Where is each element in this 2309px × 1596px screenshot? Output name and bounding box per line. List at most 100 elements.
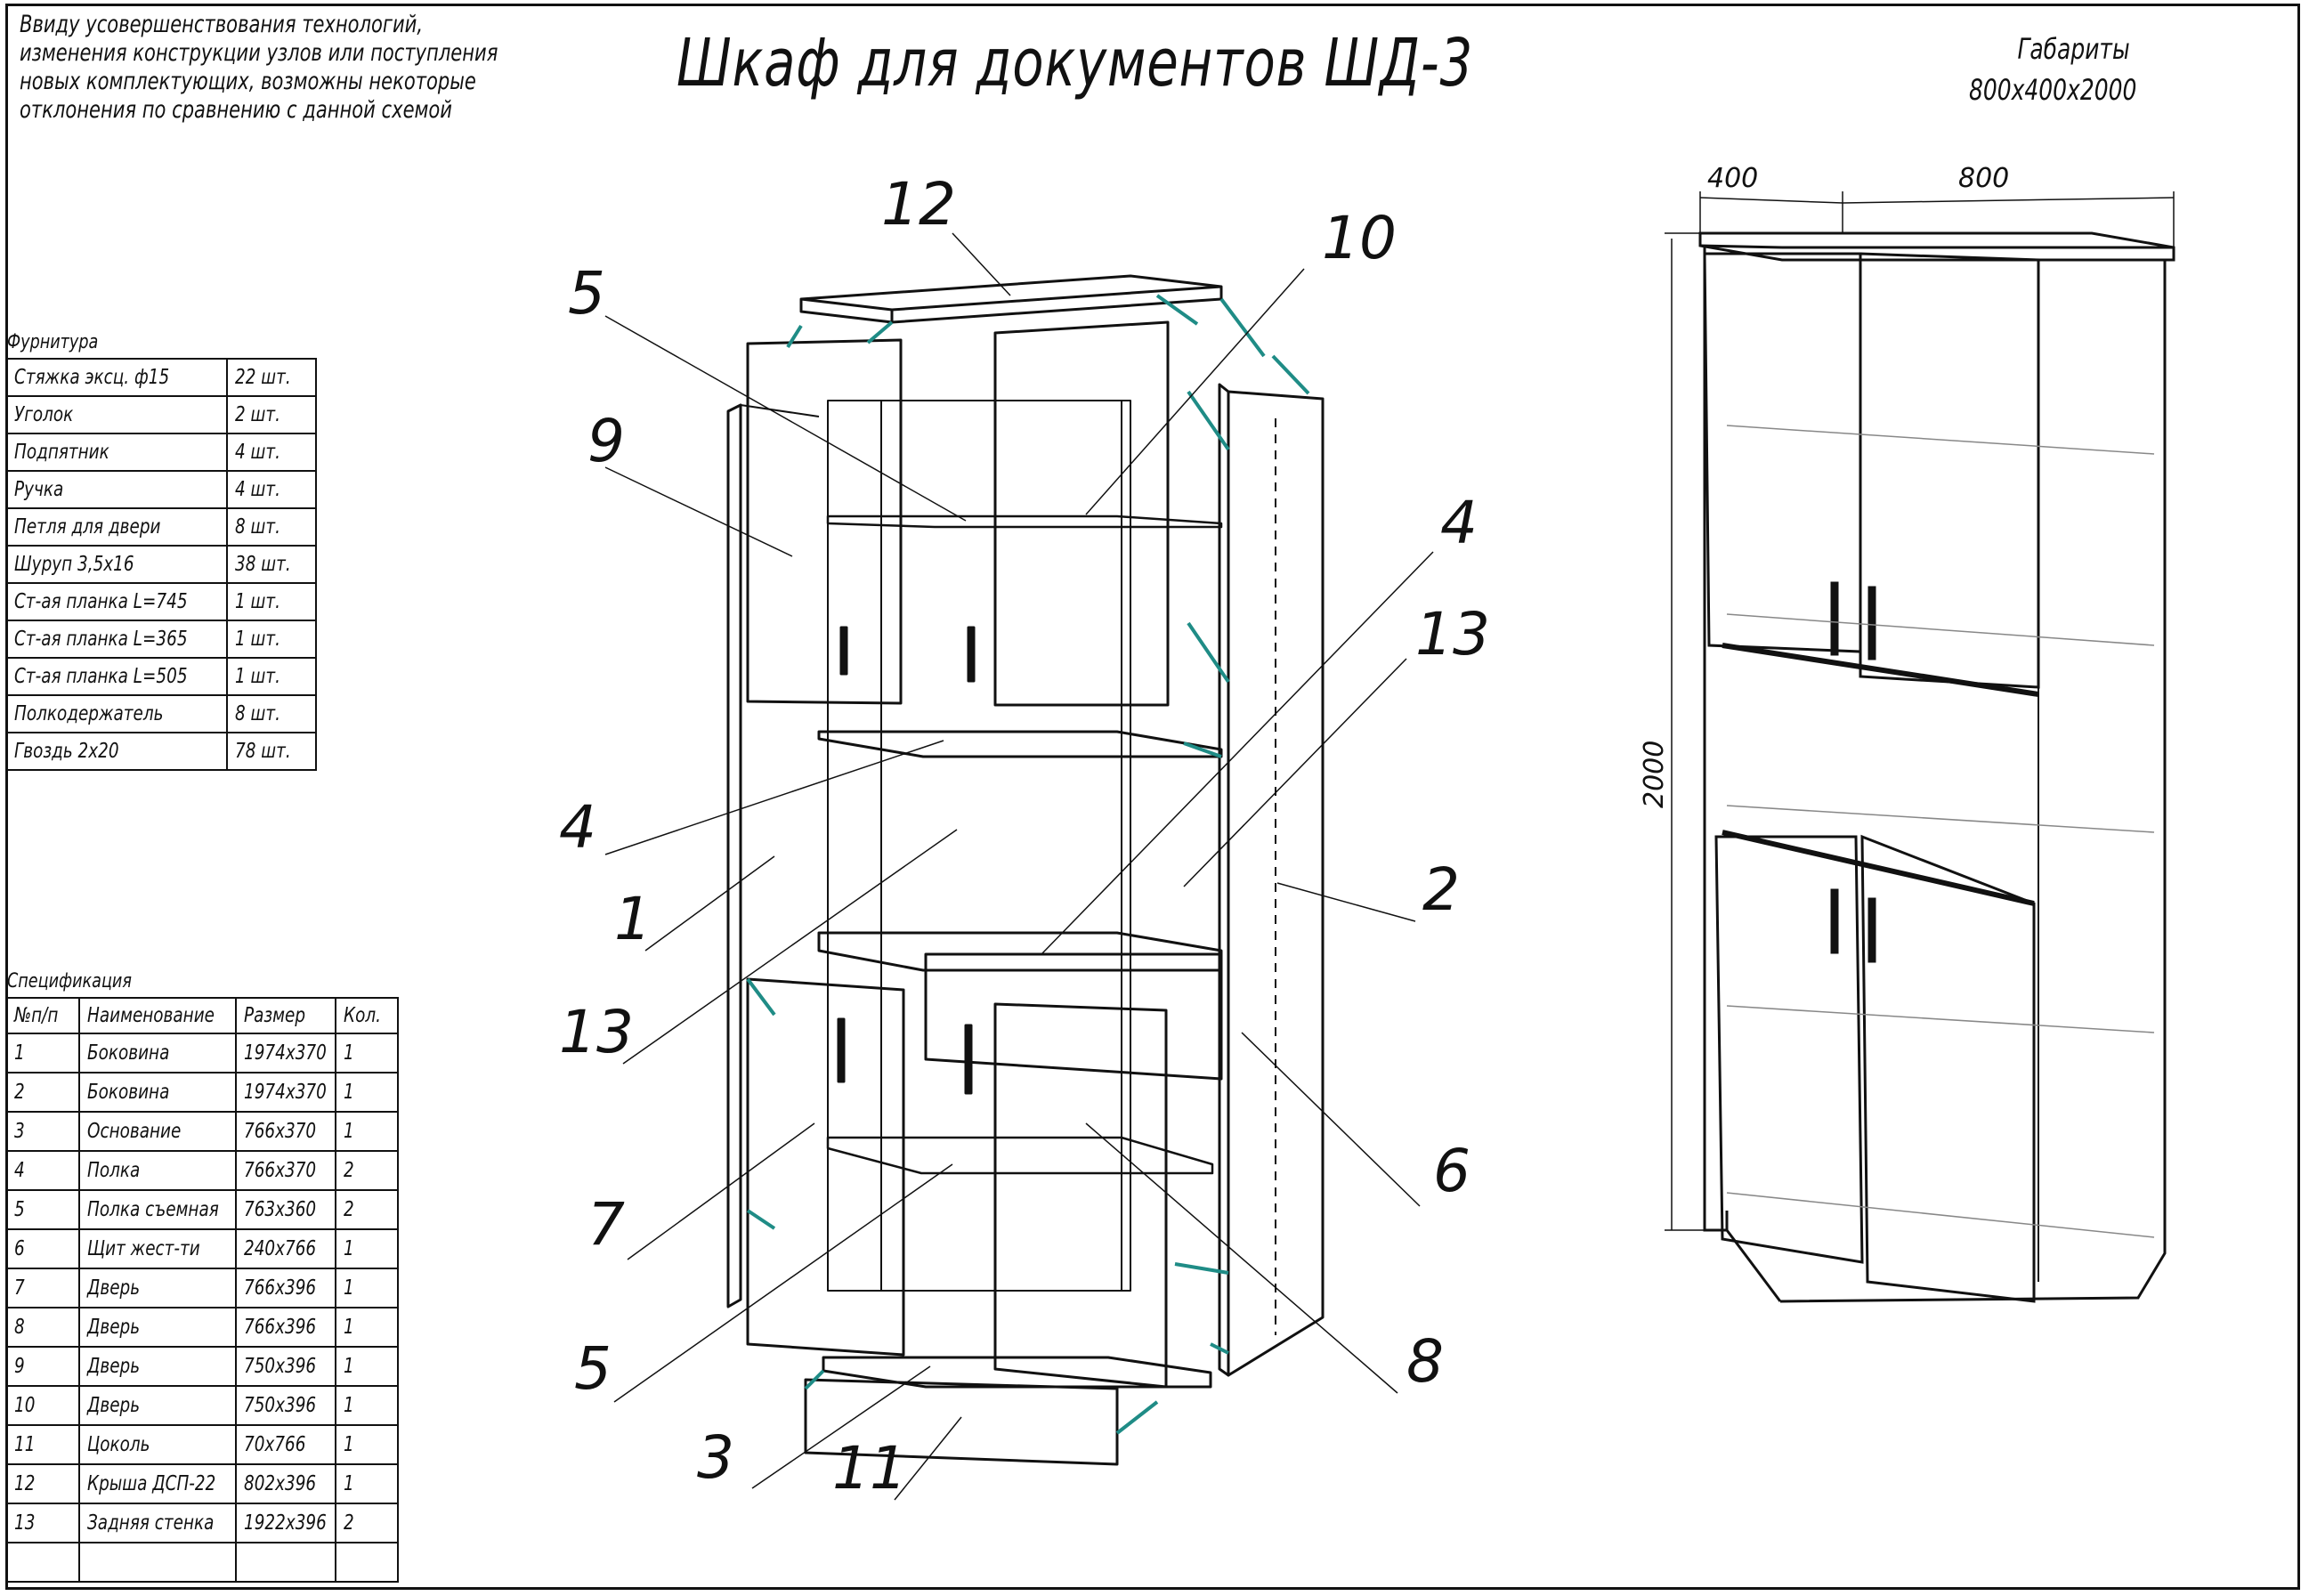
spec-cell [335,1542,399,1583]
overall-dimensions: Габариты 800х400х2000 [1969,28,2136,110]
hardware-qty-cell: 1 шт. [226,620,317,659]
hardware-qty-cell: 8 шт. [226,507,317,547]
assembled-cabinet-view [1698,231,2175,1303]
spec-cell: 750х396 [235,1346,336,1387]
spec-cell: 2 [335,1150,399,1191]
dimension-lines [1665,191,2175,1231]
spec-cell: Боковина [78,1033,237,1073]
spec-header-cell: Наименование [78,997,237,1034]
roof-panel [799,274,1223,324]
drawing-sheet-frame [5,4,2300,1590]
spec-cell: 802х396 [235,1463,336,1504]
hardware-qty-cell: 1 шт. [226,657,317,696]
spec-cell: Цоколь [78,1424,237,1465]
spec-cell: 1 [335,1307,399,1348]
spec-cell: Щит жест-ти [78,1228,237,1269]
spec-cell: 766х396 [235,1268,336,1308]
spec-cell [5,1542,80,1583]
door-10 [967,320,1170,707]
spec-cell: 1 [335,1268,399,1308]
leader-lines [604,232,1434,1501]
spec-cell: 240х766 [235,1228,336,1269]
note-line: Ввиду усовершенствования технологий, [20,11,424,38]
spec-header-cell: Размер [235,997,336,1034]
spec-cell: 1 [335,1346,399,1387]
door-7 [746,977,905,1357]
callout-label: 1 [614,885,652,953]
hardware-caption: Фурнитура [7,331,99,353]
hardware-qty-cell: 38 шт. [226,545,317,584]
hardware-name-cell: Гвоздь 2х20 [5,732,228,771]
spec-cell: 1 [335,1228,399,1269]
dimension-labels: 400 800 2000 [1639,163,2009,808]
note-line: новых комплектующих, возможны некоторые [20,68,476,95]
spec-cell: 1922х396 [235,1503,336,1543]
callout-label: 7 [587,1190,625,1259]
hardware-name-cell: Подпятник [5,433,228,472]
assembly-connectors [746,294,1310,1435]
spec-cell: 70х766 [235,1424,336,1465]
spec-cell: 10 [5,1385,80,1426]
spec-cell: Основание [78,1111,237,1152]
hardware-name-cell: Стяжка эксц. ф15 [5,358,228,397]
callout-label: 13 [1415,600,1490,668]
callout-label: 9 [587,407,625,475]
spec-cell: Полка [78,1150,237,1191]
callout-label: 4 [559,793,596,862]
spec-cell: 750х396 [235,1385,336,1426]
callout-label: 8 [1406,1327,1444,1396]
door-8 [964,1002,1168,1389]
spec-cell: 1 [335,1424,399,1465]
spec-cell: 3 [5,1111,80,1152]
drawing-title: Шкаф для документов ШД-3 [676,25,1473,101]
callout-label: 13 [559,998,634,1066]
hardware-name-cell: Ст-ая планка L=365 [5,620,228,659]
spec-cell: 6 [5,1228,80,1269]
hardware-qty-cell: 4 шт. [226,470,317,509]
hardware-qty-cell: 1 шт. [226,582,317,621]
hardware-name-cell: Ст-ая планка L=505 [5,657,228,696]
upper-shelf [817,730,1223,758]
spec-cell: 8 [5,1307,80,1348]
spec-cell: Дверь [78,1307,237,1348]
spec-cell [78,1542,237,1583]
spec-cell: 1 [5,1033,80,1073]
spec-cell: 766х370 [235,1150,336,1191]
spec-cell: 4 [5,1150,80,1191]
spec-cell: 12 [5,1463,80,1504]
stiffener-panel [924,952,1223,1081]
removable-shelf-lower [826,1136,1214,1175]
spec-cell: 2 [5,1072,80,1113]
spec-cell: 763х360 [235,1189,336,1230]
depth-dimension: 400 [1707,163,1758,194]
left-side-panel [726,403,820,1308]
callout-label: 6 [1433,1137,1470,1205]
dimensions-caption: Габариты [2017,32,2130,66]
spec-cell: 1 [335,1033,399,1073]
callout-label: 10 [1322,204,1397,272]
spec-cell: 11 [5,1424,80,1465]
hardware-qty-cell: 78 шт. [226,732,317,771]
spec-cell: 1974х370 [235,1033,336,1073]
note-line: изменения конструкции узлов или поступле… [20,39,498,67]
spec-cell: Крыша ДСП-22 [78,1463,237,1504]
